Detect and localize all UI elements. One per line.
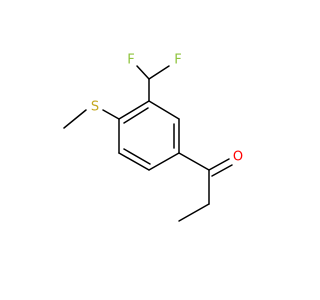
- ring-bond-6: [118, 100, 150, 120]
- bond-ring-carbonyl: [178, 152, 210, 171]
- molecule-diagram: F F S O: [63, 53, 243, 222]
- ring-bond-1: [148, 100, 180, 120]
- atom-o: O: [233, 150, 243, 165]
- ring-bond-3: [148, 152, 180, 171]
- bond-c-f2: [148, 65, 170, 80]
- bond-s-methyl: [63, 109, 87, 129]
- ring-bond-4: [118, 152, 150, 171]
- bond-carbonyl-o-b: [211, 164, 233, 177]
- ring-double-bond-inner-3: [123, 107, 149, 124]
- atom-f-left: F: [127, 53, 134, 68]
- atom-s: S: [91, 100, 99, 115]
- ring-double-bond-inner-2: [123, 148, 151, 165]
- bond-ch2-ch3: [178, 203, 210, 222]
- atom-f-right: F: [174, 53, 181, 68]
- bond-carbonyl-o-a: [208, 158, 230, 171]
- bond-ring-s: [102, 109, 120, 120]
- structure-canvas: F F S O: [63, 53, 243, 222]
- bond-c-f1: [136, 65, 150, 80]
